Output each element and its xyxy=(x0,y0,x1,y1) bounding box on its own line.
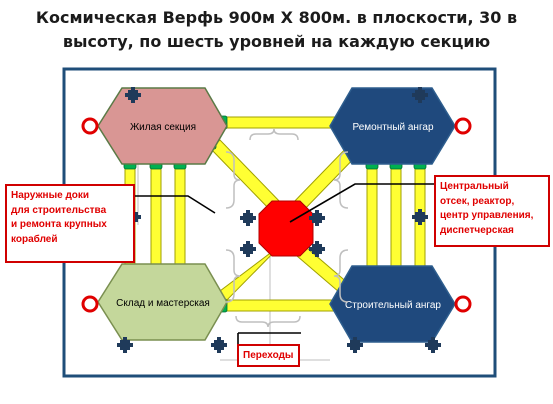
construction-hangar-label: Строительный ангар xyxy=(345,300,441,311)
central-leader xyxy=(289,183,436,223)
clamp-icon xyxy=(125,87,141,103)
docks-callout-line: кораблей xyxy=(11,233,58,245)
callout-leaders xyxy=(135,183,436,346)
living-section xyxy=(97,87,228,165)
clamp-icon xyxy=(117,337,133,353)
transitions-callout: Переходы xyxy=(237,344,300,367)
docks-callout: Наружные доки для строительства и ремонт… xyxy=(5,184,135,263)
transitions-callout-label: Переходы xyxy=(243,350,294,361)
title-line-2: высоту, по шесть уровней на каждую секци… xyxy=(62,32,491,51)
docking-ports xyxy=(81,117,472,313)
storage-workshop-label: Склад и мастерская xyxy=(116,298,210,309)
title-line-1: Космическая Верфь 900м Х 800м. в плоскос… xyxy=(35,8,518,27)
docking-clamps xyxy=(117,87,441,353)
clamp-icon xyxy=(412,87,428,103)
docks-callout-line: для строительства xyxy=(11,204,107,216)
diagonal-corridors xyxy=(209,139,364,306)
clamp-icon xyxy=(347,337,363,353)
clamp-icon xyxy=(240,241,256,257)
clamp-icon xyxy=(309,241,325,257)
clamp-icon xyxy=(425,337,441,353)
clamp-icon xyxy=(240,210,256,226)
repair-hangar-label: Ремонтный ангар xyxy=(352,122,433,133)
central-callout: Центральный отсек, реактор, центр управл… xyxy=(434,175,550,247)
clamp-icon xyxy=(211,337,227,353)
docks-callout-line: Наружные доки xyxy=(11,190,90,201)
clamp-icon xyxy=(309,210,325,226)
docks-leader xyxy=(135,195,216,214)
living-section-label: Жилая секция xyxy=(130,122,196,133)
clamp-icon xyxy=(412,209,428,225)
dock-port-icon xyxy=(454,117,472,135)
central-callout-line: диспетчерская xyxy=(440,224,514,236)
dock-port-icon xyxy=(454,295,472,313)
central-callout-line: центр управления, xyxy=(440,210,534,221)
dock-port-icon xyxy=(81,117,99,135)
brace-markers xyxy=(225,128,349,328)
dock-port-icon xyxy=(81,295,99,313)
docks-callout-line: и ремонта крупных xyxy=(11,219,107,230)
central-core xyxy=(258,200,314,257)
diagram-title: Космическая Верфь 900м Х 800м. в плоскос… xyxy=(0,6,553,54)
central-callout-line: отсек, реактор, xyxy=(440,195,515,207)
central-callout-line: Центральный xyxy=(440,181,509,192)
